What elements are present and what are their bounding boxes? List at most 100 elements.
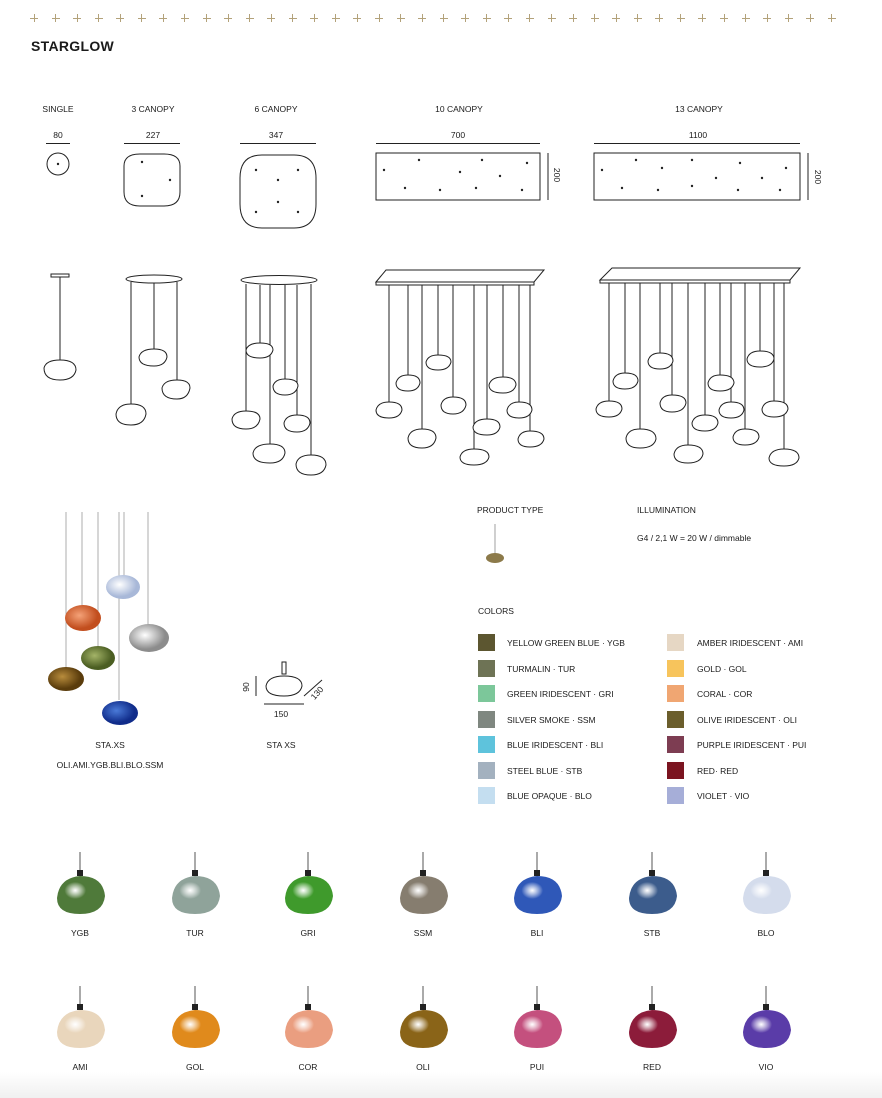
- color-name: GOLD · GOL: [697, 663, 747, 674]
- page-title: STARGLOW: [31, 38, 115, 54]
- ornament-star-icon: [590, 14, 599, 22]
- ornament-star-icon: [784, 14, 793, 22]
- ornament-star-icon: [288, 14, 297, 22]
- color-swatch: [667, 736, 684, 753]
- pendant-code-label: GRI: [300, 928, 316, 938]
- pendant-sample-image: [629, 852, 677, 914]
- pendant-sample-image: [285, 852, 333, 914]
- pendant-sample-image: [400, 986, 448, 1048]
- canopy-label-6: 6 CANOPY: [254, 104, 298, 114]
- dim-6: 347: [268, 130, 284, 140]
- ornament-star-icon: [418, 14, 427, 22]
- ornament-star-icon: [806, 14, 815, 22]
- cluster-caption: STA.XS: [95, 740, 125, 750]
- pendant-sample-image: [743, 986, 791, 1048]
- dimline-6: [240, 143, 316, 144]
- canopy-plan-drawings: [46, 152, 809, 229]
- pendant-sample-image: [57, 852, 105, 914]
- ornament-star-icon: [525, 14, 534, 22]
- color-swatch: [478, 685, 495, 702]
- cluster-caption-codes: OLI.AMI.YGB.BLI.BLO.SSM: [56, 760, 164, 770]
- bottom-strip: [0, 1072, 882, 1098]
- pendant-sample-image: [172, 852, 220, 914]
- canopy-label-13: 13 CANOPY: [675, 104, 723, 114]
- dimline-13: [594, 143, 800, 144]
- colors-heading: COLORS: [478, 606, 514, 616]
- color-name: GREEN IRIDESCENT · GRI: [507, 689, 614, 699]
- sta-xs-caption: STA XS: [266, 740, 296, 750]
- ornament-star-icon: [741, 14, 750, 22]
- ornament-star-icon: [720, 14, 728, 22]
- ornament-star-icon: [504, 14, 513, 22]
- color-swatch: [667, 685, 684, 702]
- color-name: TURMALIN · TUR: [507, 663, 576, 674]
- color-swatch: [478, 634, 495, 651]
- ornament-star-icon: [439, 14, 448, 22]
- canopy-label-single: SINGLE: [42, 104, 74, 114]
- color-swatch: [667, 761, 684, 779]
- color-name: PURPLE IRIDESCENT · PUI: [697, 740, 807, 750]
- pendant-code-label: SSM: [413, 928, 433, 938]
- pendant-sample-image: [172, 986, 220, 1048]
- illumination-heading: ILLUMINATION: [637, 505, 696, 515]
- color-swatch: [667, 710, 684, 728]
- color-swatch: [478, 787, 495, 804]
- ornament-star-icon: [73, 14, 82, 22]
- dimline-single: [46, 143, 70, 144]
- pendant-code-label: TUR: [186, 928, 204, 938]
- pendant-sample-image: [400, 852, 448, 914]
- pendant-code-label: OLI: [416, 1062, 430, 1072]
- pendant-sample-image: [743, 852, 791, 914]
- color-swatch: [478, 736, 495, 753]
- ornament-star-icon: [547, 14, 556, 22]
- color-name: STEEL BLUE · STB: [507, 765, 583, 776]
- top-ornament-row: [30, 14, 836, 28]
- ornament-star-icon: [267, 14, 276, 22]
- dim-3: 227: [145, 130, 161, 140]
- color-swatch: [667, 634, 684, 651]
- illumination-value: G4 / 2,1 W = 20 W / dimmable: [637, 533, 752, 543]
- ornament-star-icon: [375, 14, 383, 22]
- ornament-star-icon: [698, 14, 707, 22]
- ornament-star-icon: [353, 14, 362, 22]
- color-name: SILVER SMOKE · SSM: [507, 714, 596, 725]
- color-name: OLIVE IRIDESCENT · OLI: [697, 714, 797, 725]
- ornament-star-icon: [224, 14, 233, 22]
- pendant-code-label: BLI: [530, 928, 544, 938]
- ornament-star-icon: [202, 14, 211, 22]
- dim-single: 80: [53, 130, 63, 140]
- pendant-sample-image: [629, 986, 677, 1048]
- pendant-code-label: COR: [298, 1062, 318, 1072]
- ornament-star-icon: [180, 14, 189, 22]
- color-swatch: [478, 761, 495, 779]
- pendant-code-label: PUI: [529, 1062, 545, 1072]
- color-swatch: [478, 710, 495, 728]
- color-swatch: [667, 787, 684, 804]
- pendant-code-label: YGB: [71, 928, 89, 938]
- product-type-heading: PRODUCT TYPE: [477, 505, 544, 515]
- ornament-star-icon: [569, 14, 578, 22]
- pendant-sample-image: [285, 986, 333, 1048]
- pendant-code-label: GOL: [186, 1062, 204, 1072]
- pendant-code-label: BLO: [757, 928, 775, 938]
- ornament-star-icon: [30, 14, 38, 22]
- ornament-star-icon: [655, 14, 664, 22]
- ornament-star-icon: [51, 14, 60, 22]
- pendant-code-label: STB: [643, 928, 661, 938]
- ornament-star-icon: [94, 14, 103, 22]
- dim-10: 700: [450, 130, 466, 140]
- cluster-pendant-image: [48, 512, 169, 725]
- pendant-code-label: VIO: [758, 1062, 774, 1072]
- ornament-star-icon: [827, 14, 836, 22]
- ornament-star-icon: [461, 14, 470, 22]
- product-type-icon: [486, 524, 504, 563]
- pendant-sample-image: [514, 852, 562, 914]
- dimline-3: [124, 143, 180, 144]
- dimline-10: [376, 143, 540, 144]
- ornament-star-icon: [245, 14, 254, 22]
- pendant-elevation-drawings: [43, 267, 802, 476]
- color-name: BLUE OPAQUE · BLO: [507, 791, 592, 801]
- pendant-code-label: AMI: [72, 1062, 88, 1072]
- sta-xs-drawing: [255, 661, 323, 705]
- ornament-star-icon: [482, 14, 491, 22]
